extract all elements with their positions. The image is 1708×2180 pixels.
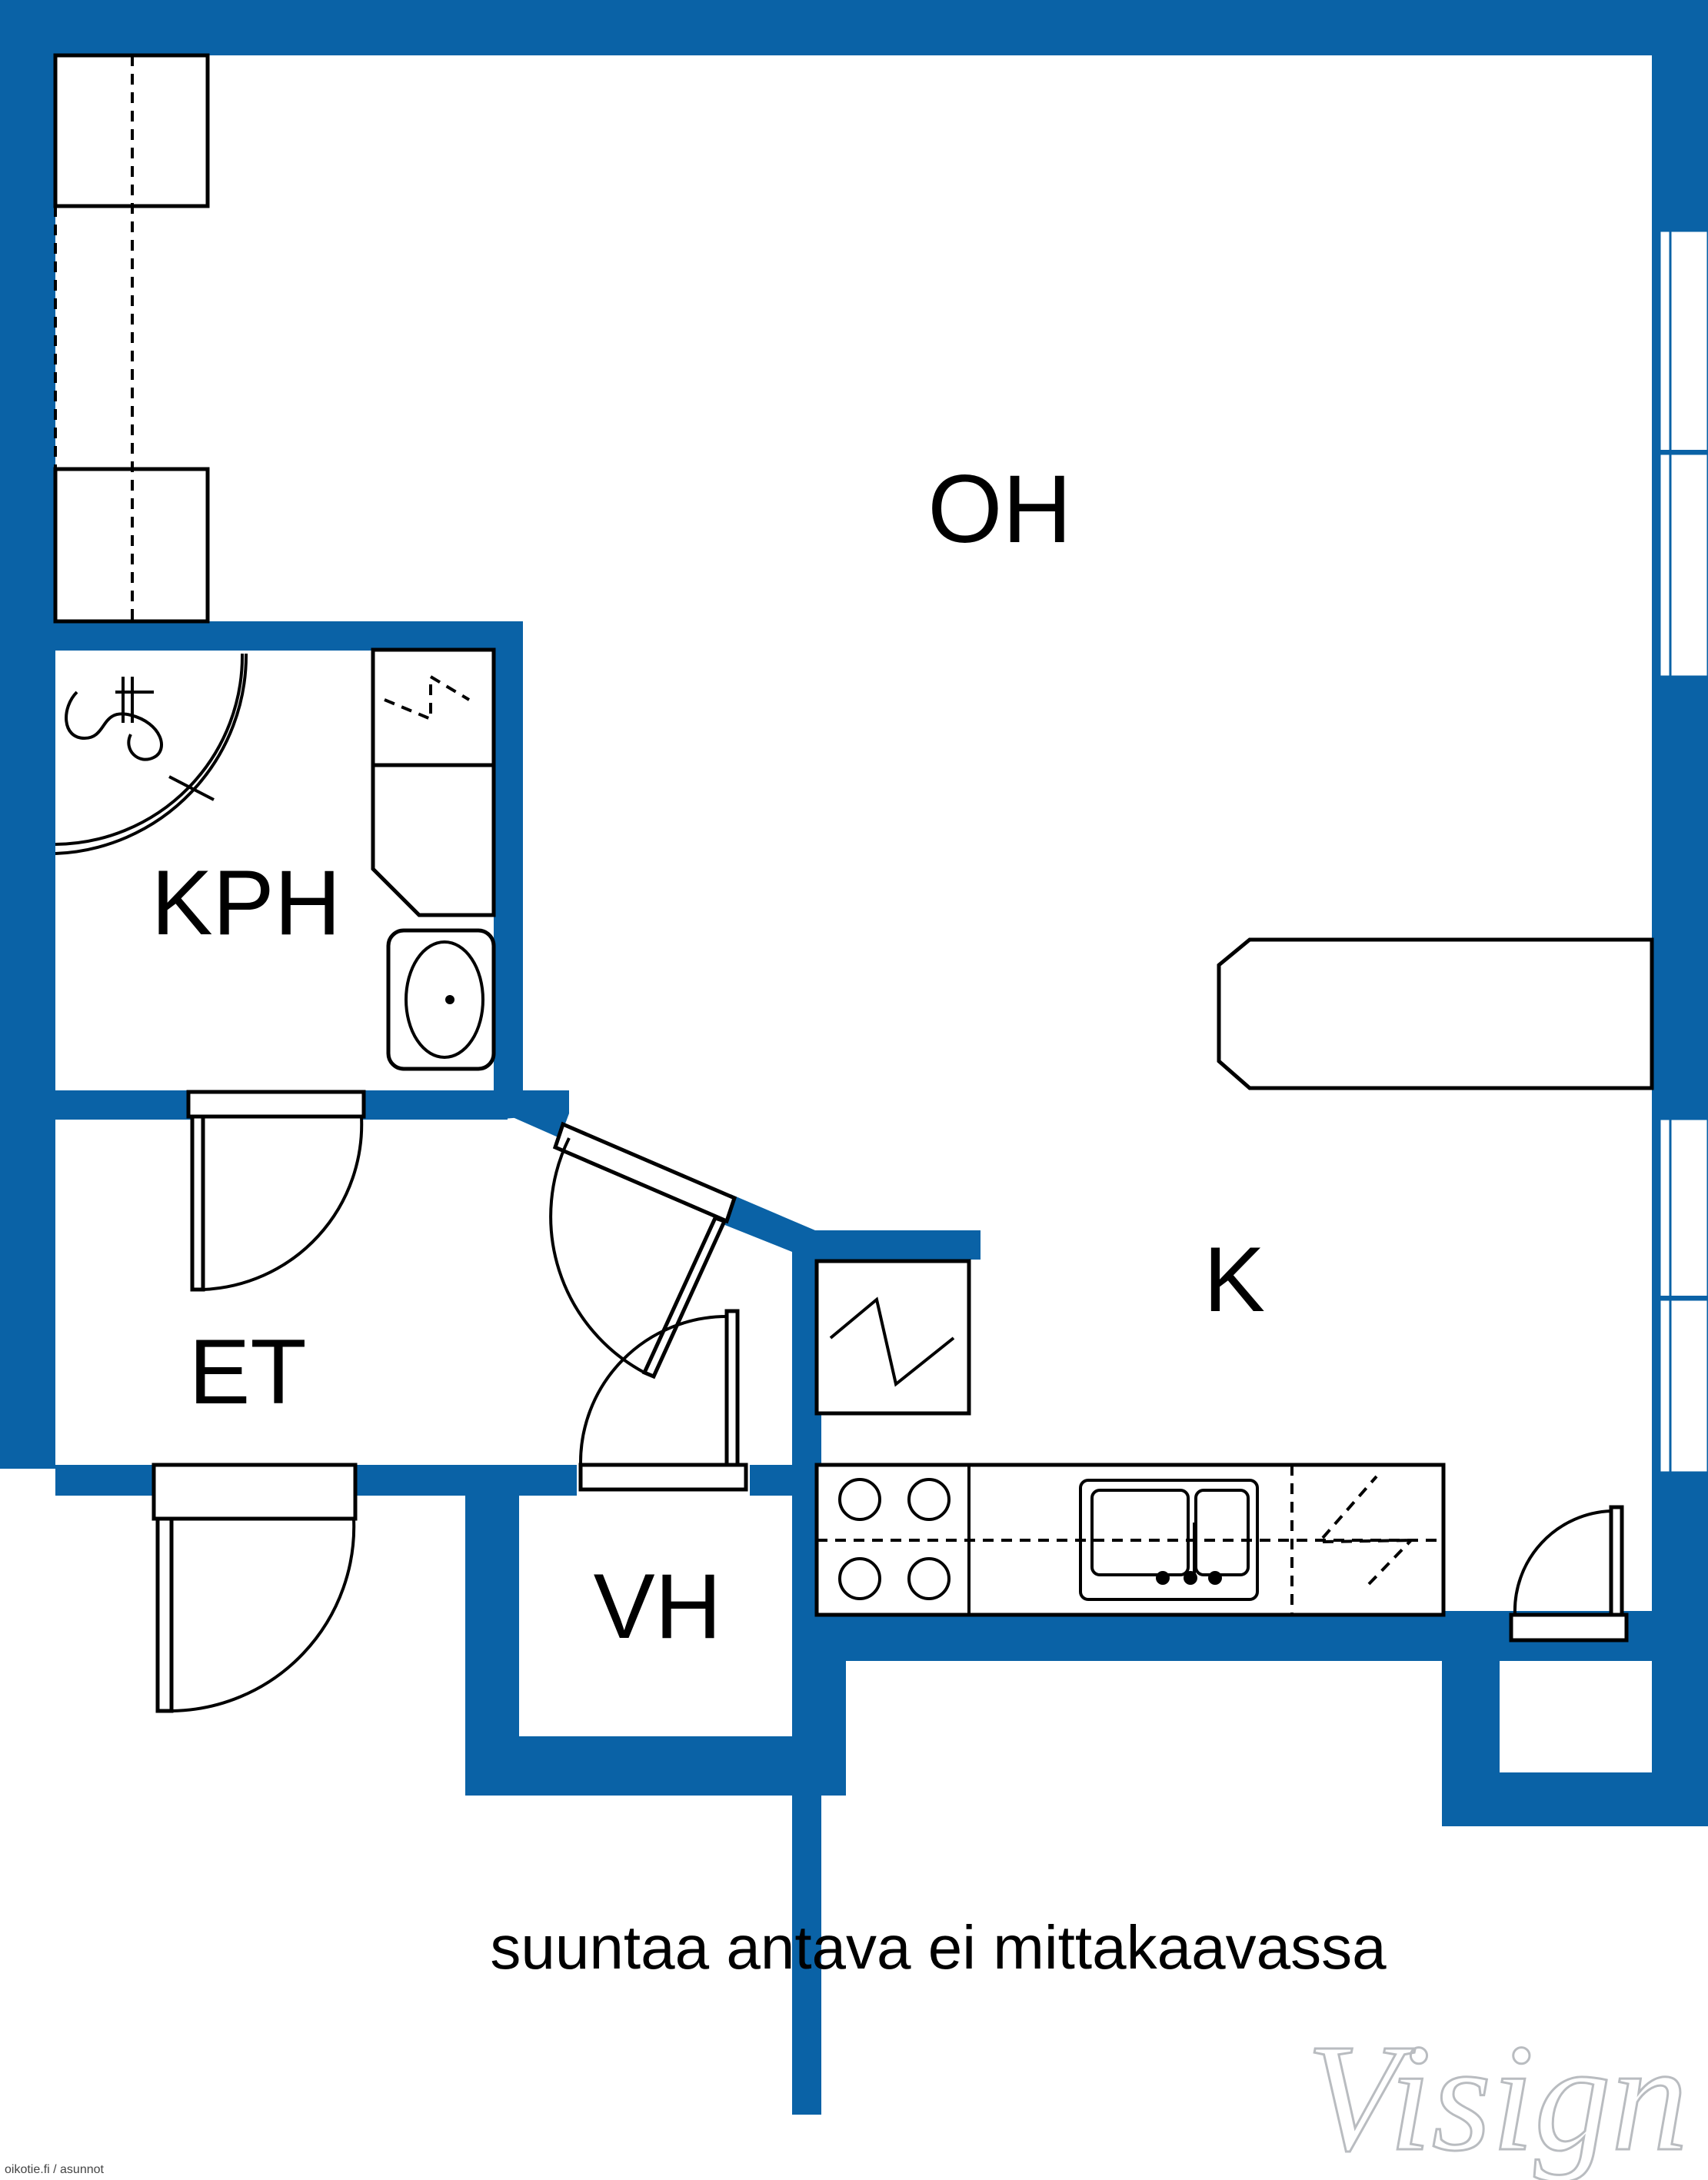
room-label-k: K (1204, 1228, 1265, 1331)
brand-watermark: Visign (1307, 2013, 1688, 2180)
room-label-vh: VH (594, 1555, 722, 1658)
dining-table (1217, 937, 1654, 1090)
bathroom-door[interactable] (186, 1090, 366, 1292)
source-credit: oikotie.fi / asunnot (5, 2163, 105, 2176)
entrance-door[interactable] (151, 1463, 358, 1713)
wardrobe (53, 53, 210, 624)
windows (1658, 229, 1708, 1474)
washing-machine (371, 647, 496, 767)
kitchen-counter (814, 1463, 1446, 1617)
closet-door[interactable] (578, 1309, 748, 1492)
room-label-et: ET (188, 1320, 306, 1423)
stove-icon (838, 1478, 951, 1600)
room-label-oh: OH (927, 456, 1072, 563)
walls (0, 0, 1708, 2115)
sink (386, 928, 496, 1071)
fridge (814, 1259, 971, 1416)
shower-head-icon (65, 677, 163, 761)
balcony-door[interactable] (1509, 1505, 1629, 1642)
diagonal-door[interactable] (549, 1121, 737, 1380)
scale-caption: suuntaa antava ei mittakaavassa (490, 1913, 1387, 1982)
toilet (371, 763, 496, 917)
kitchen-sink-icon (1079, 1479, 1259, 1601)
shower-fixture (55, 653, 248, 855)
room-label-kph: KPH (151, 851, 341, 954)
